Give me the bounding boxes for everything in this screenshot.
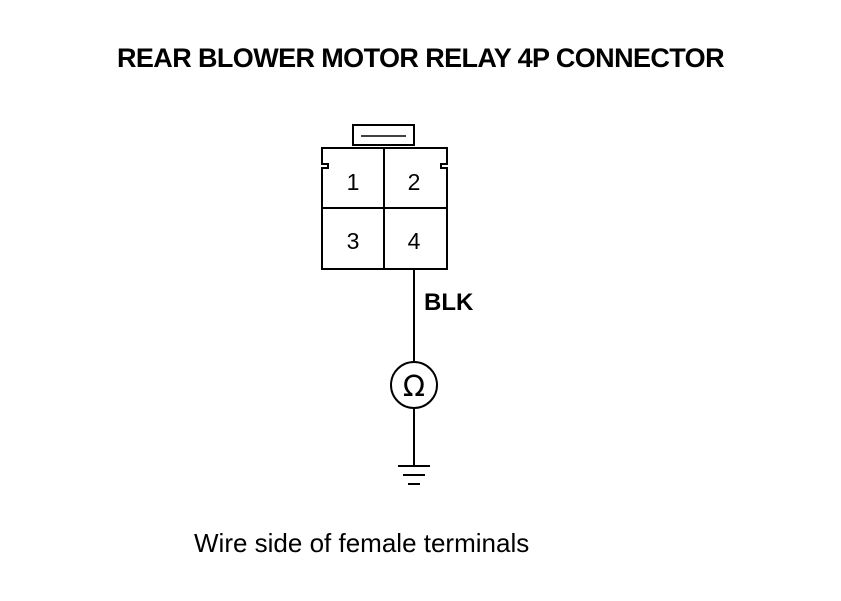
pin-4-label: 4	[408, 228, 421, 254]
pin-2-label: 2	[408, 169, 421, 195]
pin-1-label: 1	[347, 169, 360, 195]
connector-lock-tab	[352, 124, 415, 146]
ohmmeter-icon: Ω	[390, 361, 438, 409]
diagram-title: REAR BLOWER MOTOR RELAY 4P CONNECTOR	[117, 43, 725, 73]
wire-color-label: BLK	[424, 289, 474, 316]
diagram-caption: Wire side of female terminals	[194, 528, 530, 558]
connector-housing	[321, 124, 448, 270]
ground-icon	[398, 465, 430, 485]
pin-3-label: 3	[347, 228, 360, 254]
ohm-symbol: Ω	[403, 369, 425, 403]
connector-body-outline	[321, 147, 448, 270]
